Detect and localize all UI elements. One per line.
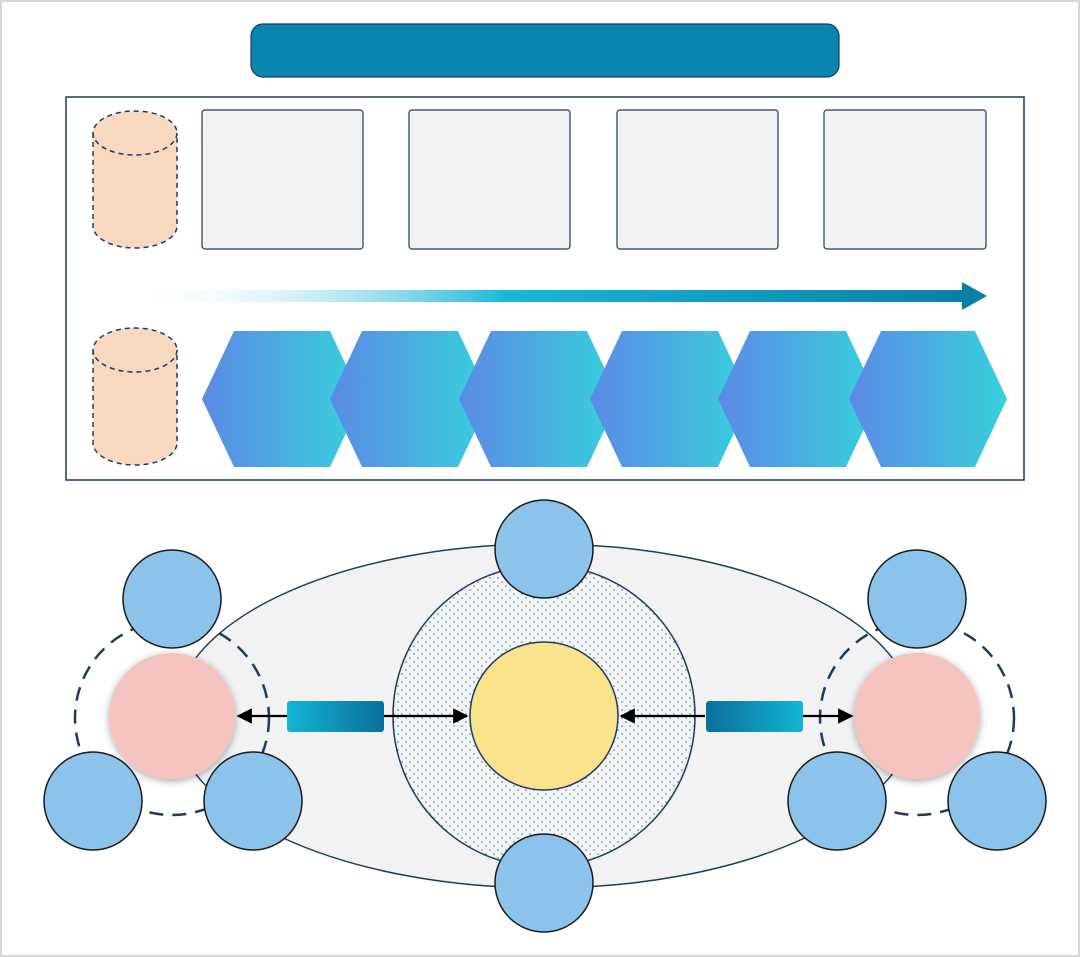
stage-box-2 bbox=[408, 109, 571, 250]
hexagon-1 bbox=[202, 331, 362, 467]
stage-box-4 bbox=[823, 109, 987, 250]
top-box-row bbox=[201, 109, 987, 250]
stage-box-3 bbox=[616, 109, 779, 250]
cylinder-icon-top bbox=[92, 110, 178, 249]
network-diagram bbox=[43, 499, 1047, 933]
stage-box-1 bbox=[201, 109, 364, 250]
satellite-node-right-bottom-inner bbox=[787, 751, 887, 851]
flow-arrow bbox=[130, 282, 987, 310]
hexagon-3 bbox=[459, 331, 619, 467]
cylinder-icon-bottom bbox=[92, 327, 178, 466]
center-node bbox=[469, 641, 619, 791]
hexagon-5 bbox=[718, 331, 878, 467]
hexagon-6 bbox=[849, 331, 1007, 467]
hexagon-2 bbox=[330, 331, 490, 467]
satellite-node-right-top bbox=[867, 549, 967, 649]
title-bar bbox=[250, 23, 840, 78]
satellite-node-right-bottom-outer bbox=[947, 751, 1047, 851]
satellite-node-left-top bbox=[122, 549, 222, 649]
left-hub bbox=[109, 653, 235, 779]
right-hub bbox=[854, 653, 980, 779]
satellite-node-left-bottom-outer bbox=[43, 751, 143, 851]
right-connector-box bbox=[706, 701, 803, 732]
right-hub-dashed-ring bbox=[818, 619, 1016, 817]
left-connector-box bbox=[287, 701, 384, 732]
satellite-node-bottom bbox=[494, 833, 594, 933]
satellite-node-top bbox=[494, 499, 594, 599]
hexagon-4 bbox=[590, 331, 750, 467]
satellite-node-left-bottom-inner bbox=[203, 751, 303, 851]
left-hub-dashed-ring bbox=[73, 619, 271, 817]
hexagon-row bbox=[202, 331, 1007, 467]
